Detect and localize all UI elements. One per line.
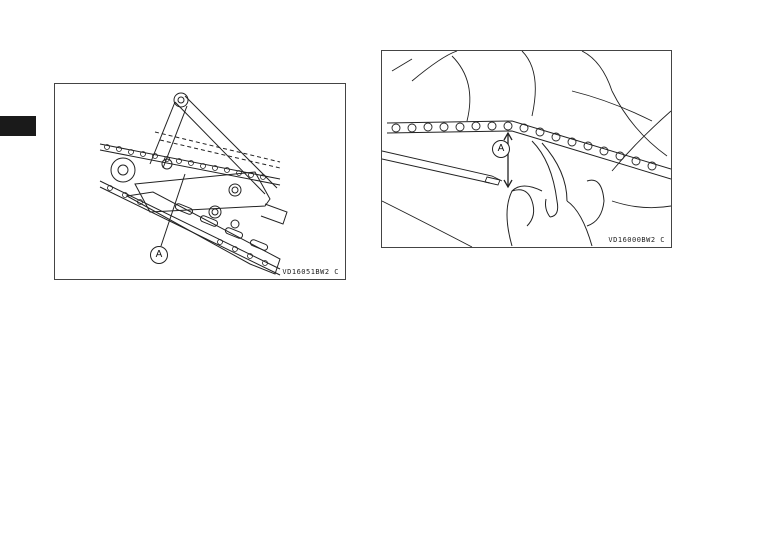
frame-outlines [382,51,671,247]
swingarm-plate [125,158,281,275]
chain-slack-illustration [382,51,671,247]
callout-label: A [492,140,510,158]
figure-code: VD16051BW2 C [282,268,339,276]
figure-chain-adjuster: A VD16051BW2 C [54,83,346,280]
lower-chain-run [99,180,281,276]
figure-code: VD16000BW2 C [608,236,665,244]
guide-dashes [154,131,281,169]
section-tab-marker [0,116,36,136]
slack-measurement-arrow [503,131,513,189]
callout-leader-line [160,173,186,247]
rear-axle-hub [110,157,136,183]
chain-adjuster-illustration [99,92,288,276]
chain-guide-slots [174,203,269,251]
figure-chain-slack: A VD16000BW2 C [381,50,672,248]
hand-illustration [506,140,605,247]
adjuster-lever [149,92,278,195]
callout-label: A [150,246,168,264]
drive-chain [386,120,671,180]
